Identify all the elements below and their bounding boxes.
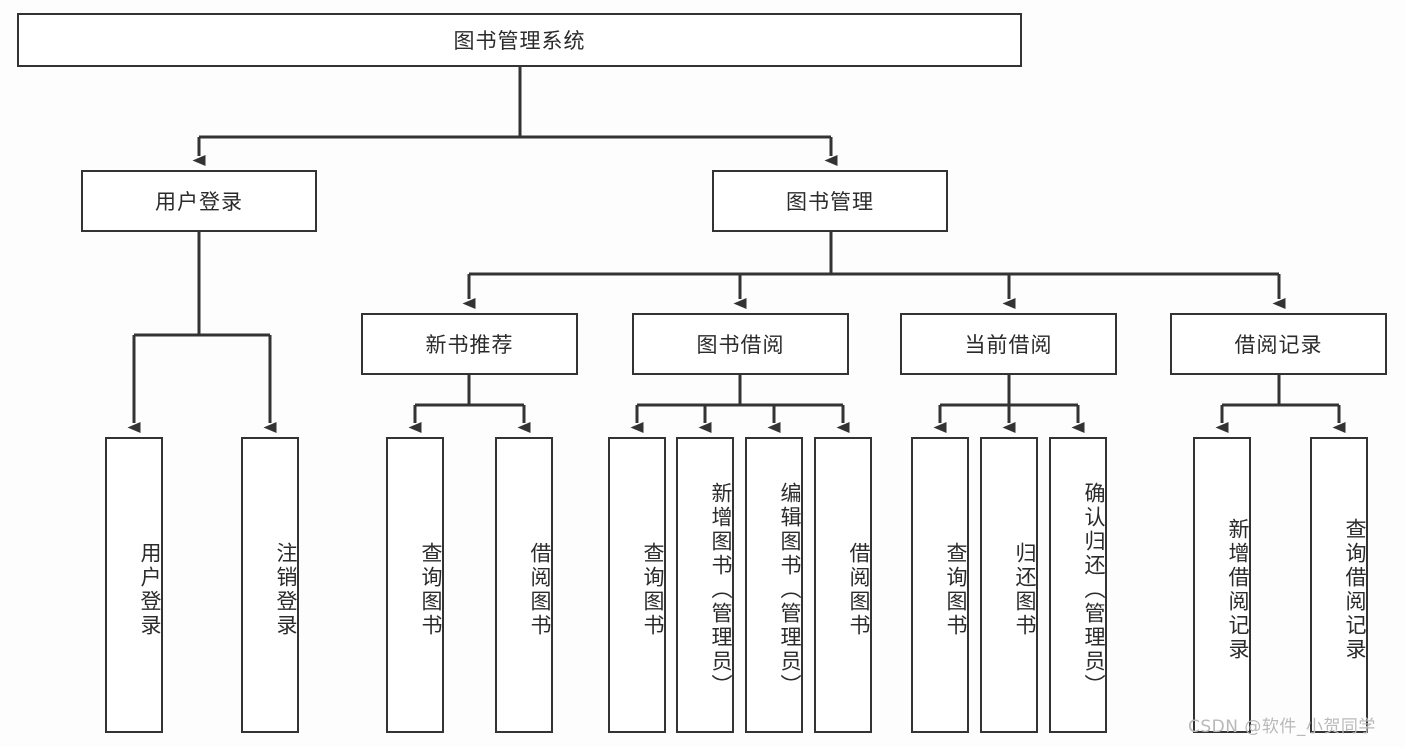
leaf-return-book[interactable]: 归还图书 <box>980 437 1038 733</box>
node-book-management[interactable]: 图书管理 <box>712 170 948 232</box>
node-label: 图书管理系统 <box>453 29 586 53</box>
node-label: 查询图书 <box>641 542 665 638</box>
node-label: 图书借阅 <box>696 333 785 357</box>
leaf-query-borrow-record[interactable]: 查询借阅记录 <box>1310 437 1368 733</box>
node-user-login[interactable]: 用户登录 <box>81 170 317 232</box>
node-label: 新增借阅记录 <box>1226 518 1250 662</box>
node-new-book-recommend[interactable]: 新书推荐 <box>361 313 578 375</box>
leaf-add-book-admin[interactable]: 新增图书（管理员） <box>676 437 734 733</box>
node-label: 当前借阅 <box>964 333 1053 357</box>
leaf-borrow-book[interactable]: 借阅图书 <box>814 437 872 733</box>
leaf-user-login[interactable]: 用户登录 <box>105 437 163 733</box>
node-book-borrow[interactable]: 图书借阅 <box>632 313 849 375</box>
leaf-borrow-book-recommend[interactable]: 借阅图书 <box>495 437 553 733</box>
leaf-query-book-recommend[interactable]: 查询图书 <box>386 437 444 733</box>
node-label: 借阅图书 <box>847 542 871 638</box>
leaf-logout[interactable]: 注销登录 <box>241 437 299 733</box>
node-label: 新增图书（管理员） <box>709 482 733 698</box>
leaf-query-book-borrow[interactable]: 查询图书 <box>608 437 666 733</box>
node-label: 用户登录 <box>155 190 243 214</box>
node-label: 查询借阅记录 <box>1343 518 1367 662</box>
node-borrow-record[interactable]: 借阅记录 <box>1170 313 1387 375</box>
node-label: 归还图书 <box>1013 542 1037 638</box>
node-label: 查询图书 <box>419 542 443 638</box>
leaf-query-book-current[interactable]: 查询图书 <box>911 437 969 733</box>
node-label: 借阅记录 <box>1234 333 1323 357</box>
leaf-add-borrow-record[interactable]: 新增借阅记录 <box>1193 437 1251 733</box>
leaf-confirm-return-admin[interactable]: 确认归还（管理员） <box>1049 437 1107 733</box>
node-label: 新书推荐 <box>425 333 514 357</box>
node-label: 查询图书 <box>944 542 968 638</box>
node-label: 编辑图书（管理员） <box>778 482 802 698</box>
node-label: 借阅图书 <box>528 542 552 638</box>
node-current-borrow[interactable]: 当前借阅 <box>900 313 1117 375</box>
watermark: CSDN @软件_小贺同学 <box>1188 717 1376 737</box>
node-root-book-management-system[interactable]: 图书管理系统 <box>17 13 1022 67</box>
node-label: 确认归还（管理员） <box>1082 482 1106 698</box>
node-label: 用户登录 <box>138 542 162 638</box>
node-label: 注销登录 <box>274 542 298 638</box>
leaf-edit-book-admin[interactable]: 编辑图书（管理员） <box>745 437 803 733</box>
node-label: 图书管理 <box>786 190 874 214</box>
